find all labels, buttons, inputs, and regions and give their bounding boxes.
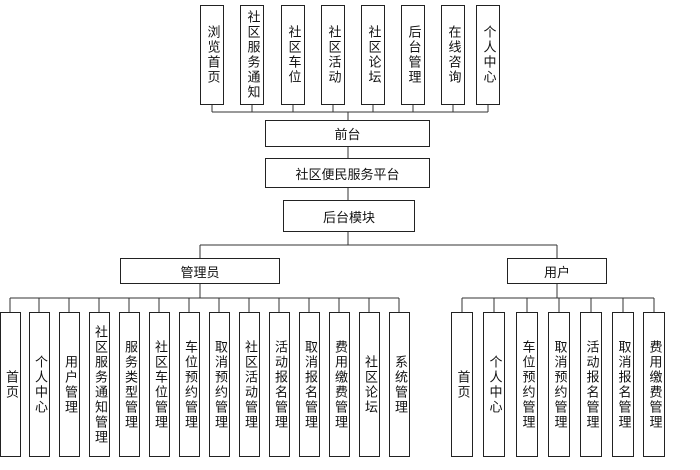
admin-module-notice-management: 社区服务通知管理 (89, 312, 110, 457)
front-module-community-notice: 社区服务通知 (240, 5, 264, 105)
platform-node: 社区便民服务平台 (265, 158, 430, 188)
user-module-cancel-reservation: 取消预约管理 (548, 312, 570, 457)
admin-module-parking-reservation: 车位预约管理 (179, 312, 200, 457)
front-end-node: 前台 (265, 120, 430, 147)
admin-node: 管理员 (120, 258, 280, 284)
admin-module-user-management: 用户管理 (59, 312, 80, 457)
admin-module-fee-payment: 费用缴费管理 (329, 312, 350, 457)
backend-module-node: 后台模块 (283, 200, 415, 232)
admin-module-service-type-management: 服务类型管理 (119, 312, 140, 457)
admin-module-system-management: 系统管理 (389, 312, 410, 457)
admin-module-parking-management: 社区车位管理 (149, 312, 170, 457)
user-module-fee-payment: 费用缴费管理 (643, 312, 665, 457)
admin-module-community-forum: 社区论坛 (359, 312, 380, 457)
admin-module-cancel-signup: 取消报名管理 (299, 312, 320, 457)
admin-module-activity-management: 社区活动管理 (239, 312, 260, 457)
front-module-community-parking: 社区车位 (281, 5, 305, 105)
user-module-parking-reservation: 车位预约管理 (516, 312, 538, 457)
admin-module-personal-center: 个人中心 (29, 312, 50, 457)
admin-module-activity-signup: 活动报名管理 (269, 312, 290, 457)
front-module-personal-center: 个人中心 (476, 5, 500, 105)
front-module-online-consult: 在线咨询 (441, 5, 465, 105)
user-module-cancel-signup: 取消报名管理 (612, 312, 634, 457)
admin-module-cancel-reservation: 取消预约管理 (209, 312, 230, 457)
user-module-activity-signup: 活动报名管理 (580, 312, 602, 457)
front-module-community-activity: 社区活动 (321, 5, 345, 105)
user-module-personal-center: 个人中心 (483, 312, 505, 457)
front-module-backend-admin: 后台管理 (401, 5, 425, 105)
user-module-home: 首页 (451, 312, 473, 457)
front-module-community-forum: 社区论坛 (361, 5, 385, 105)
front-module-browse-home: 浏览首页 (200, 5, 224, 105)
user-node: 用户 (507, 258, 607, 284)
admin-module-home: 首页 (0, 312, 21, 457)
